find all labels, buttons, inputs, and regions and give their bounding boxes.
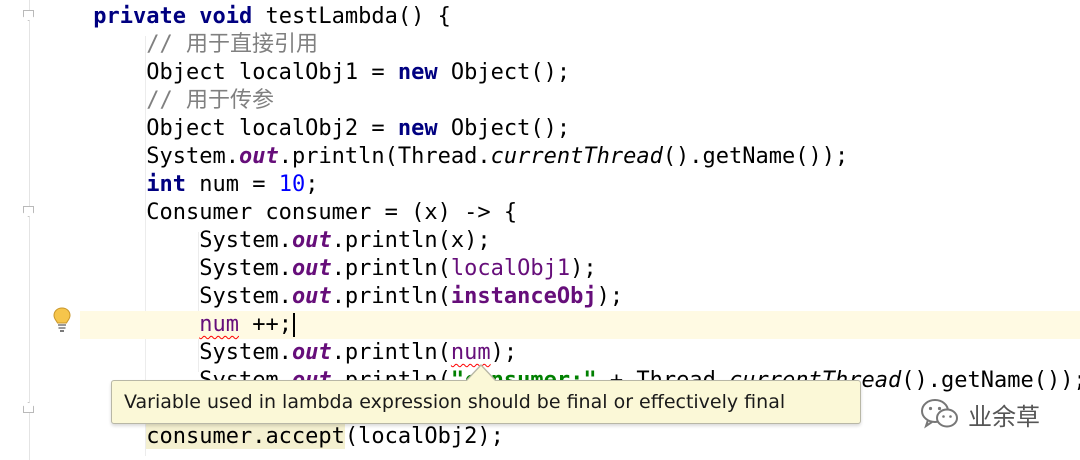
static-field: out (238, 144, 279, 169)
keyword: new (397, 116, 438, 141)
code-text: ().getName()); (901, 368, 1080, 393)
static-method: currentThread (490, 144, 663, 169)
code-line-8: Consumer consumer = (x) -> { (80, 199, 1080, 227)
code-text: Object localObj2 = (93, 116, 398, 141)
watermark: 业余草 (920, 394, 1040, 434)
keyword: new (397, 60, 438, 85)
space (186, 4, 199, 29)
code-text: ); (596, 284, 624, 309)
code-text: ); (490, 340, 518, 365)
code-text: Object(); (437, 116, 571, 141)
code-text: System. (93, 144, 239, 169)
error-variable[interactable]: num (450, 340, 491, 365)
code-line-5: Object localObj2 = new Object(); (80, 115, 1080, 143)
code-line-16: consumer.accept(localObj2); (80, 423, 1080, 451)
code-text: (localObj2); (344, 424, 504, 449)
number-literal: 10 (278, 172, 306, 197)
keyword: void (199, 4, 253, 29)
watermark-text: 业余草 (968, 402, 1040, 431)
method-signature: testLambda() { (252, 4, 451, 29)
captured-variable: localObj1 (450, 256, 571, 281)
comment: // 用于直接引用 (93, 32, 318, 57)
code-text: .println(x); (331, 228, 491, 253)
indent (93, 312, 199, 337)
code-line-9: System.out.println(x); (80, 227, 1080, 255)
tooltip-arrow-fill (466, 366, 496, 382)
code-line-6: System.out.println(Thread.currentThread(… (80, 143, 1080, 171)
indent-guide (145, 36, 146, 456)
fold-marker-lambda[interactable] (23, 206, 34, 217)
code-editor[interactable]: private void testLambda() { // 用于直接引用 Ob… (80, 0, 1080, 460)
code-line-1: private void testLambda() { (80, 3, 1080, 31)
indent (93, 172, 146, 197)
code-text: System. (93, 340, 292, 365)
lightbulb-icon[interactable] (53, 307, 71, 333)
code-line-7: int num = 10; (80, 171, 1080, 199)
static-field: out (291, 228, 332, 253)
code-text: num = (185, 172, 279, 197)
code-text: Consumer consumer = (x) -> { (93, 200, 518, 225)
code-line-12-current[interactable]: num ++; (80, 311, 1080, 339)
code-text: ++; (238, 312, 292, 337)
fold-marker-method[interactable] (23, 10, 34, 21)
code-line-2: // 用于直接引用 (80, 31, 1080, 59)
code-line-13: System.out.println(num); (80, 339, 1080, 367)
code-text: ().getName()); (662, 144, 849, 169)
code-text: .println( (331, 284, 451, 309)
code-text: .println(Thread. (278, 144, 491, 169)
code-text: ; (305, 172, 319, 197)
fold-marker-lambda-end[interactable] (23, 402, 34, 413)
indent (93, 424, 146, 449)
error-variable[interactable]: num (199, 312, 239, 337)
tooltip-message: Variable used in lambda expression shoul… (124, 391, 786, 413)
code-line-4: // 用于传参 (80, 87, 1080, 115)
indent-guide (198, 232, 199, 372)
keyword: private (93, 4, 186, 29)
code-text: .println( (331, 340, 451, 365)
code-text: .println( (331, 256, 451, 281)
code-text: Object localObj1 = (93, 60, 398, 85)
static-field: out (291, 340, 332, 365)
comment: // 用于传参 (93, 88, 274, 113)
code-text: Object(); (437, 60, 571, 85)
gutter-separator (29, 0, 30, 460)
static-field: out (291, 256, 332, 281)
wechat-icon (921, 399, 958, 429)
instance-field: instanceObj (450, 284, 597, 309)
code-text: ); (570, 256, 597, 281)
keyword: int (146, 172, 186, 197)
code-line-10: System.out.println(localObj1); (80, 255, 1080, 283)
code-text: System. (93, 228, 292, 253)
usage-highlight: consumer.accept (146, 424, 345, 449)
static-field: out (291, 284, 332, 309)
code-text: System. (93, 256, 292, 281)
code-line-3: Object localObj1 = new Object(); (80, 59, 1080, 87)
error-tooltip: Variable used in lambda expression shoul… (111, 380, 861, 424)
text-caret (292, 313, 295, 337)
editor-gutter (0, 0, 80, 460)
code-text: System. (93, 284, 292, 309)
code-line-11: System.out.println(instanceObj); (80, 283, 1080, 311)
